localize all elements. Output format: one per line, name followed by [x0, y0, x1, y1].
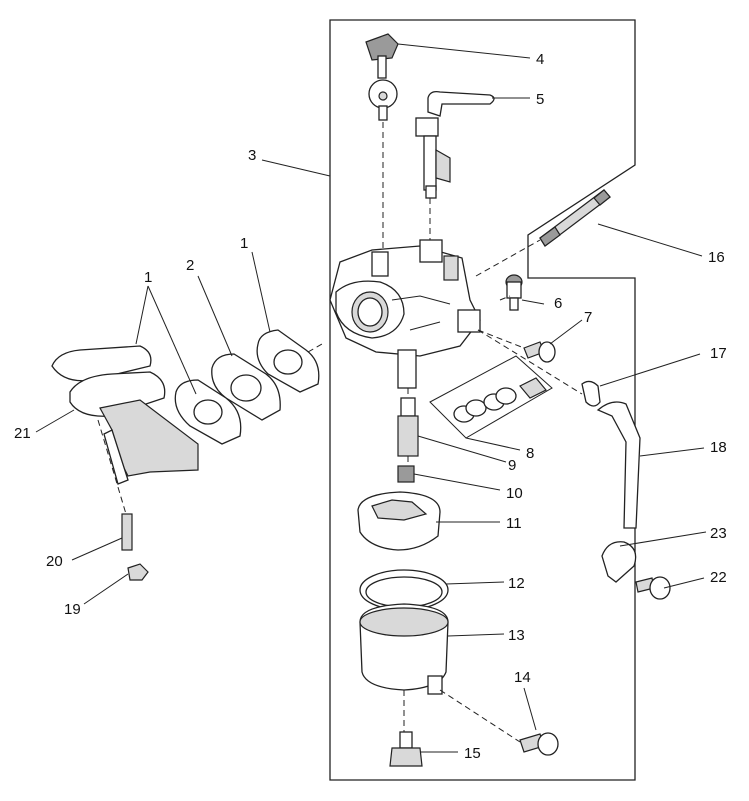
carburetor-body — [329, 239, 481, 389]
gasket-right — [256, 329, 320, 393]
hose-clamp — [601, 541, 637, 583]
callout-1b: 1 — [240, 235, 248, 252]
callout-2: 2 — [186, 257, 194, 274]
callout-16: 16 — [708, 249, 725, 266]
callout-21: 21 — [14, 425, 31, 442]
callout-1a: 1 — [144, 269, 152, 286]
callout-12: 12 — [508, 575, 525, 592]
main-nozzle — [397, 397, 419, 457]
intake-manifold — [51, 345, 199, 485]
callout-15: 15 — [464, 745, 481, 762]
hose-clip — [581, 380, 601, 407]
callout-9: 9 — [508, 457, 516, 474]
gasket-left — [174, 379, 242, 445]
pilot-jet-assembly — [429, 355, 553, 439]
main-jet — [397, 465, 415, 483]
callout-13: 13 — [508, 627, 525, 644]
callout-19: 19 — [64, 601, 81, 618]
manifold-stud — [121, 513, 133, 551]
callout-11: 11 — [506, 515, 522, 532]
callout-6: 6 — [554, 295, 562, 312]
callout-4: 4 — [536, 51, 544, 68]
stud-long — [539, 189, 611, 247]
callout-3: 3 — [248, 147, 256, 164]
callout-20: 20 — [46, 553, 63, 570]
callout-7: 7 — [584, 309, 592, 326]
float — [357, 491, 441, 551]
callout-23: 23 — [710, 525, 727, 542]
assembly-frame — [329, 19, 636, 781]
insulator-spacer — [211, 353, 281, 421]
callout-10: 10 — [506, 485, 523, 502]
callout-8: 8 — [526, 445, 534, 462]
callout-18: 18 — [710, 439, 727, 456]
float-bowl — [359, 603, 449, 695]
choke-lever — [365, 33, 399, 121]
clamp-screw — [635, 576, 671, 600]
drain-screw — [519, 732, 559, 756]
throttle-shaft — [415, 90, 495, 199]
plug-screw — [505, 274, 523, 311]
callout-17: 17 — [710, 345, 727, 362]
bowl-bolt — [389, 731, 423, 767]
manifold-nut — [127, 563, 149, 581]
callout-14: 14 — [514, 669, 531, 686]
callout-5: 5 — [536, 91, 544, 108]
idle-screw — [523, 341, 556, 363]
callout-22: 22 — [710, 569, 727, 586]
fuel-hose — [596, 401, 641, 529]
